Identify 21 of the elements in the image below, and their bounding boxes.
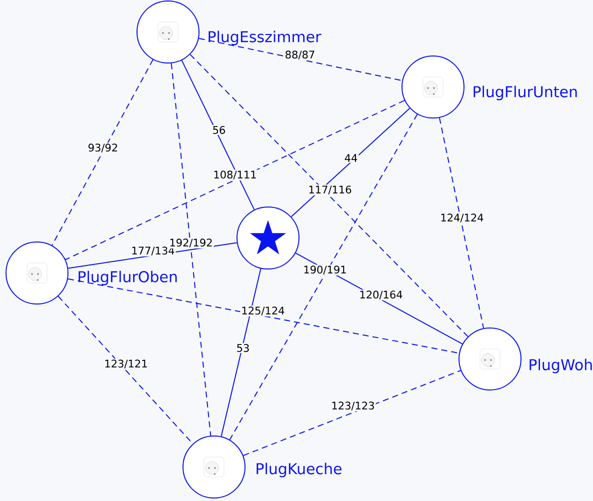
edge-label: 53 (235, 343, 251, 353)
edge-label: 56 (211, 125, 227, 135)
edge-label: 93/92 (86, 142, 120, 154)
node-label: PlugKueche (256, 462, 342, 478)
edge-label: 44 (343, 153, 359, 163)
edge-label: 120/164 (358, 290, 404, 300)
edge-label: 124/124 (439, 212, 485, 224)
node-label: PlugFlurOben (78, 270, 177, 286)
edge-label: 88/87 (284, 50, 316, 60)
node-label: PlugFlurUnten (474, 86, 577, 100)
node-label: PlugEsszimmer (208, 30, 322, 46)
edge-label: 117/116 (307, 184, 353, 196)
edge-label: 123/123 (330, 400, 376, 412)
node-label: PlugWoh (530, 358, 592, 374)
edge-label: 123/121 (103, 358, 149, 370)
hub-circle (236, 206, 300, 270)
edge-label: 190/191 (302, 264, 348, 276)
edge-label: 192/192 (168, 238, 214, 248)
edge-label: 108/111 (212, 170, 258, 180)
edge-label: 125/124 (240, 306, 286, 316)
edge-label: 177/134 (130, 246, 176, 256)
